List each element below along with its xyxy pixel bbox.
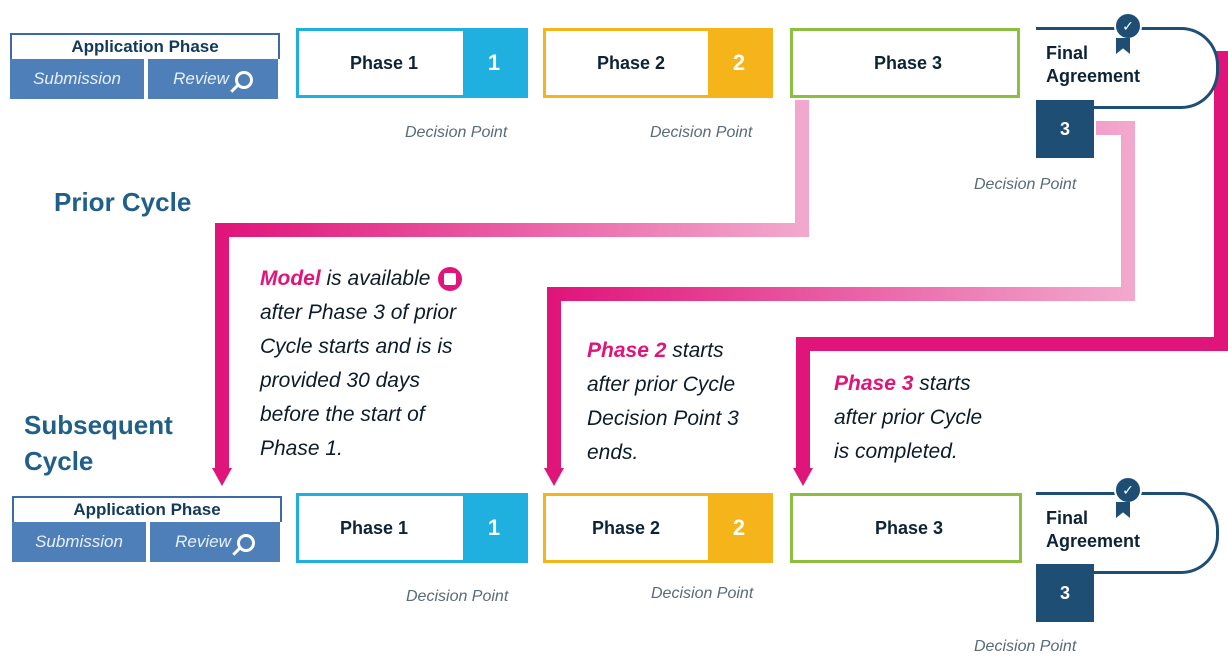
note-model-highlight: Model — [260, 267, 321, 290]
note-phase3: Phase 3 starts after prior Cycle is comp… — [834, 372, 983, 463]
phase1-prior: Phase 1 1 — [296, 28, 528, 98]
ribbon-icon — [1116, 502, 1130, 518]
arrow-model — [212, 468, 232, 486]
arrow-phase3 — [793, 468, 813, 486]
decision-point-label: Decision Point — [405, 124, 508, 141]
magnifier-icon — [236, 533, 255, 552]
application-phase-prior: Application Phase Submission Review — [10, 33, 280, 99]
phase3-label: Phase 3 — [873, 52, 943, 73]
phase1-subsequent: Phase 1 1 — [296, 493, 528, 563]
note-phase3-highlight: Phase 3 — [834, 372, 914, 395]
magnifier-icon — [234, 70, 253, 89]
decision-point-label: Decision Point — [406, 588, 509, 605]
submission-tab: Submission — [12, 522, 146, 562]
note-phase2: Phase 2 starts after prior Cycle Decisio… — [587, 339, 739, 464]
note-model: Model is available after Phase 3 of prio… — [260, 262, 463, 466]
phase1-number: 1 — [463, 496, 525, 560]
phase3-subsequent: Phase 3 — [790, 493, 1022, 563]
review-tab: Review — [148, 59, 278, 99]
review-tab: Review — [150, 522, 280, 562]
phase2-label: Phase 2 — [596, 52, 666, 73]
phase2-prior: Phase 2 2 — [543, 28, 773, 98]
check-badge-icon: ✓ — [1114, 12, 1142, 40]
phase3-prior: Phase 3 — [790, 28, 1020, 98]
phase2-subsequent: Phase 2 2 — [543, 493, 773, 563]
phase2-label: Phase 2 — [591, 517, 661, 538]
final-agreement-number: 3 — [1036, 564, 1094, 622]
decision-point-label: Decision Point — [651, 585, 754, 602]
application-phase-title: Application Phase — [12, 496, 282, 522]
phase1-label: Phase 1 — [349, 52, 419, 73]
phase2-number: 2 — [708, 496, 770, 560]
gear-icon — [438, 267, 463, 292]
prior-cycle-label: Prior Cycle — [54, 187, 192, 217]
connector-phase2 — [547, 121, 1135, 470]
application-phase-title: Application Phase — [10, 33, 280, 59]
ribbon-icon — [1116, 38, 1130, 54]
decision-point-label: Decision Point — [650, 124, 753, 141]
decision-point-label: Decision Point — [974, 176, 1077, 193]
phase2-number: 2 — [708, 31, 770, 95]
check-badge-icon: ✓ — [1114, 476, 1142, 504]
phase1-number: 1 — [463, 31, 525, 95]
connector-model — [215, 100, 809, 470]
phase3-label: Phase 3 — [874, 517, 944, 538]
phase1-label: Phase 1 — [339, 517, 409, 538]
arrow-phase2 — [544, 468, 564, 486]
application-phase-subsequent: Application Phase Submission Review — [12, 496, 282, 562]
decision-point-label: Decision Point — [974, 638, 1077, 655]
submission-tab: Submission — [10, 59, 144, 99]
note-phase2-highlight: Phase 2 — [587, 339, 667, 362]
final-agreement-number: 3 — [1036, 100, 1094, 158]
